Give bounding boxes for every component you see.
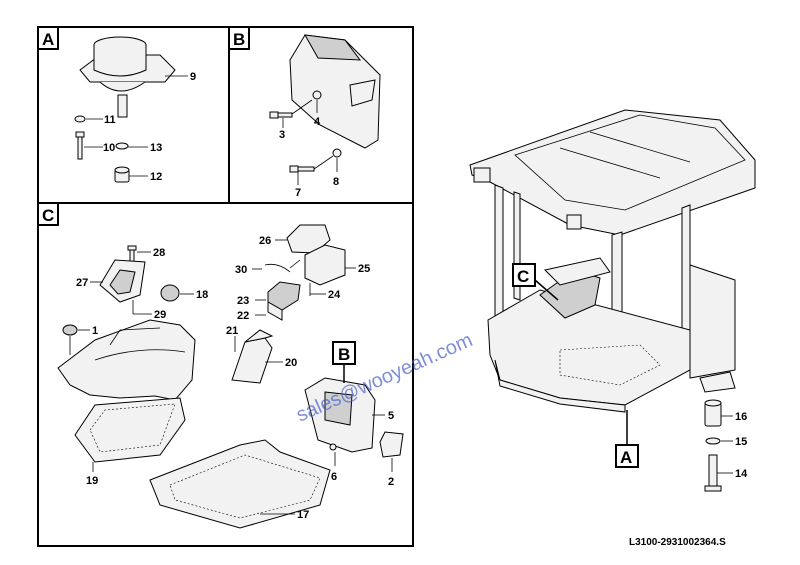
label-26: 26 [259,235,271,247]
label-23: 23 [237,295,249,307]
callout-b-letter: B [338,345,350,364]
part-7-bolt [289,165,315,173]
part-26-cover [286,224,331,254]
label-30: 30 [235,264,247,276]
callout-b-in-c: B [332,341,356,365]
label-20: 20 [285,357,297,369]
callout-c-letter: C [517,267,529,286]
cab-illustration [469,109,756,413]
part-19-floor-mat [74,397,186,463]
part-12-nut [114,166,130,183]
panel-b-letter: B [233,30,245,49]
part-2-box [379,431,404,458]
label-17: 17 [297,509,309,521]
part-1-plug [62,324,78,336]
part-30-clip [264,263,291,273]
label-1: 1 [92,325,98,337]
label-10: 10 [103,142,115,154]
document-code: L3100-2931002364.S [629,537,726,548]
callout-a-on-cab: A [615,444,639,468]
label-14: 14 [735,468,748,480]
part-15-washer [705,437,721,445]
part-20-duct [231,329,274,384]
label-18: 18 [196,289,208,301]
panel-c-tag: C [37,202,59,226]
label-15: 15 [735,436,747,448]
label-2: 2 [388,476,394,488]
panels-outer-frame [37,26,414,547]
label-8: 8 [333,176,339,188]
label-5: 5 [388,410,394,422]
part-8-washer [332,148,342,158]
label-19: 19 [86,475,98,487]
part-4-washer [312,90,322,100]
part-bracket-b [289,34,381,149]
watermark: sales@wooyeah.com [293,329,476,427]
part-17-main-mat [149,439,331,529]
label-28: 28 [153,247,165,259]
part-27-frame [99,259,146,303]
label-11: 11 [104,114,116,126]
part-11-washer [74,115,86,123]
label-25: 25 [358,263,370,275]
label-21: 21 [226,325,238,337]
label-29: 29 [154,309,166,321]
part-16-bushing [704,399,722,427]
label-13: 13 [150,142,162,154]
label-27: 27 [76,277,88,289]
callout-c-on-cab: C [512,263,536,287]
part-10-bolt [75,131,85,160]
part-9-mount [79,36,176,118]
label-4: 4 [314,116,321,128]
label-22: 22 [237,310,249,322]
part-6-washer [329,443,337,451]
label-24: 24 [328,289,341,301]
label-12: 12 [150,171,162,183]
callout-c-pointer [534,279,559,301]
panel-c-letter: C [42,206,54,225]
part-23-vent [267,281,301,321]
label-9: 9 [190,71,196,83]
part-3-bolt [269,111,293,119]
part-25-housing [304,244,346,286]
label-16: 16 [735,411,747,423]
label-7: 7 [295,187,301,199]
part-console-shell [57,319,196,401]
part-18-grille [160,284,180,302]
panel-a-tag: A [37,26,59,50]
label-3: 3 [279,129,285,141]
panel-a-letter: A [42,30,54,49]
label-6: 6 [331,471,337,483]
part-14-bolt [704,454,722,492]
callout-a-letter: A [620,448,632,467]
panel-b-tag: B [228,26,250,50]
part-5-filter-housing [304,377,376,453]
part-13-washer [115,142,129,150]
